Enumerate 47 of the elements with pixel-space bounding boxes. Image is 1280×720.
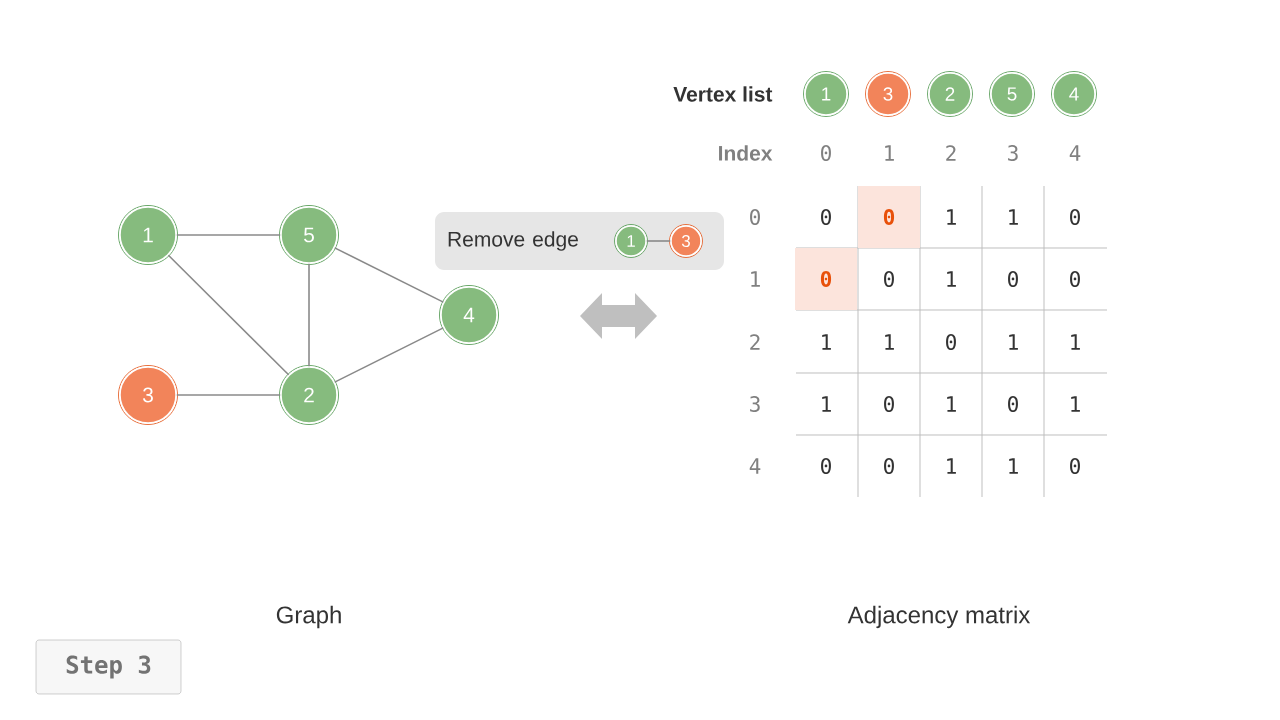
- matrix-cell: 1: [885, 334, 894, 350]
- matrix-cell: 1: [822, 334, 831, 350]
- matrix-cell: 1: [1071, 396, 1080, 412]
- matrix-cell: 0: [795, 248, 857, 310]
- edge-line: [333, 247, 445, 303]
- matrix-cell: 0: [1008, 271, 1018, 287]
- column-index: 3: [1008, 145, 1018, 161]
- matrix-cell: 0: [1070, 271, 1080, 287]
- edge-line: [175, 394, 282, 396]
- column-index: 4: [1069, 145, 1081, 161]
- row-index: 3: [750, 396, 760, 412]
- matrix-cell: 1: [947, 209, 956, 225]
- matrix-cell: 0: [884, 458, 894, 474]
- edge-line: [333, 327, 445, 383]
- caption: Adjacency matrix: [847, 605, 1031, 629]
- matrix-cell: 0: [884, 271, 894, 287]
- column-index: 2: [946, 145, 956, 161]
- edge-line: [175, 234, 282, 236]
- matrix-cell: 0: [1070, 458, 1080, 474]
- matrix-cell: 1: [1071, 334, 1080, 350]
- matrix-cell: 1: [947, 271, 956, 287]
- matrix-cell: 1: [822, 396, 831, 412]
- row-index: 4: [749, 458, 761, 474]
- caption: Graph: [276, 605, 341, 629]
- matrix-cell: 1: [1009, 458, 1018, 474]
- matrix-cell: 1: [1009, 209, 1018, 225]
- matrix-cell: 0: [858, 186, 920, 248]
- heading: Index: [719, 145, 773, 161]
- matrix-cell: 1: [947, 396, 956, 412]
- column-index: 1: [885, 145, 894, 161]
- matrix-cell: 0: [946, 334, 956, 350]
- heading: Vertex list: [673, 86, 773, 102]
- edge-line: [308, 262, 310, 368]
- matrix-cell: 0: [821, 458, 831, 474]
- matrix-cell: 1: [1009, 334, 1018, 350]
- matrix-cell: 0: [884, 396, 894, 412]
- row-index: 0: [750, 209, 760, 225]
- column-index: 0: [821, 145, 831, 161]
- matrix-cell: 0: [1070, 209, 1080, 225]
- step-badge: Step 3: [35, 639, 182, 695]
- edge-line: [167, 254, 290, 376]
- row-index: 2: [750, 334, 760, 350]
- row-index: 1: [751, 271, 760, 287]
- edge-line: [645, 240, 672, 242]
- matrix-cell: 0: [1008, 396, 1018, 412]
- matrix-cell: 1: [947, 458, 956, 474]
- matrix-cell: 0: [821, 209, 831, 225]
